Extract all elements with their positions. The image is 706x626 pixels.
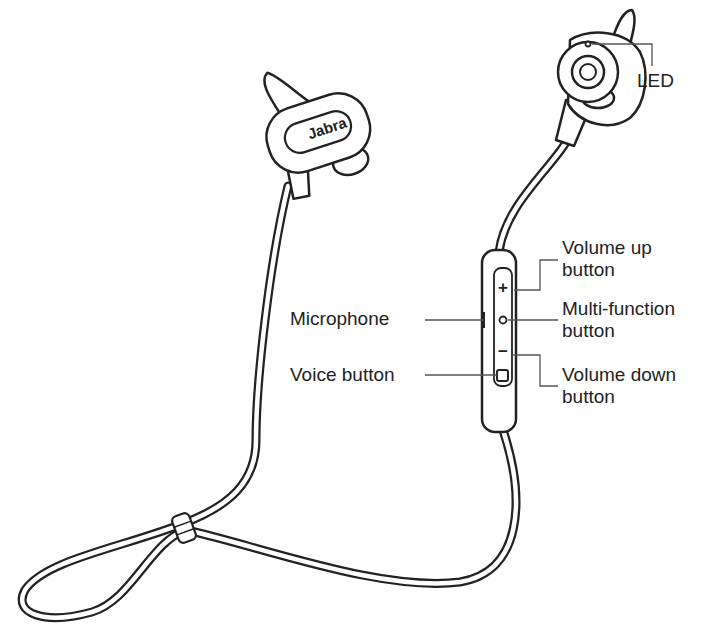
cable	[22, 128, 574, 618]
leader-line	[512, 355, 558, 386]
cable-outline	[22, 186, 516, 618]
voice-button-symbol	[497, 370, 508, 381]
ear-tip-inner	[572, 56, 604, 88]
button-panel	[494, 268, 512, 386]
leader-line	[425, 319, 484, 320]
part-label: Voice button	[290, 364, 420, 386]
leader-line	[425, 374, 497, 375]
cable-outline	[499, 128, 574, 252]
led-dot	[586, 42, 591, 47]
right-earbud	[556, 10, 645, 146]
multi-function-symbol	[500, 317, 507, 324]
ear-tip-nozzle	[580, 64, 596, 80]
remote-control	[482, 250, 516, 432]
part-label: Volume down button	[562, 364, 687, 408]
button-symbol: +	[498, 279, 508, 296]
ear-tip	[558, 42, 618, 102]
part-label: Multi-function button	[562, 298, 687, 342]
button-symbol: −	[498, 343, 508, 360]
part-label: Volume up button	[562, 237, 687, 281]
earbud-body	[259, 85, 378, 180]
leader-lines	[425, 44, 652, 386]
left-earbud	[246, 47, 385, 203]
remote-body	[482, 250, 516, 432]
part-label: Microphone	[290, 308, 420, 330]
leader-line	[592, 44, 652, 66]
cable-fill	[22, 186, 516, 618]
leader-line	[508, 319, 558, 320]
part-label: LED	[637, 70, 697, 92]
cable-clip	[171, 512, 197, 544]
cable-fill	[499, 128, 574, 252]
logo-badge	[281, 107, 355, 157]
leader-line	[514, 260, 558, 290]
